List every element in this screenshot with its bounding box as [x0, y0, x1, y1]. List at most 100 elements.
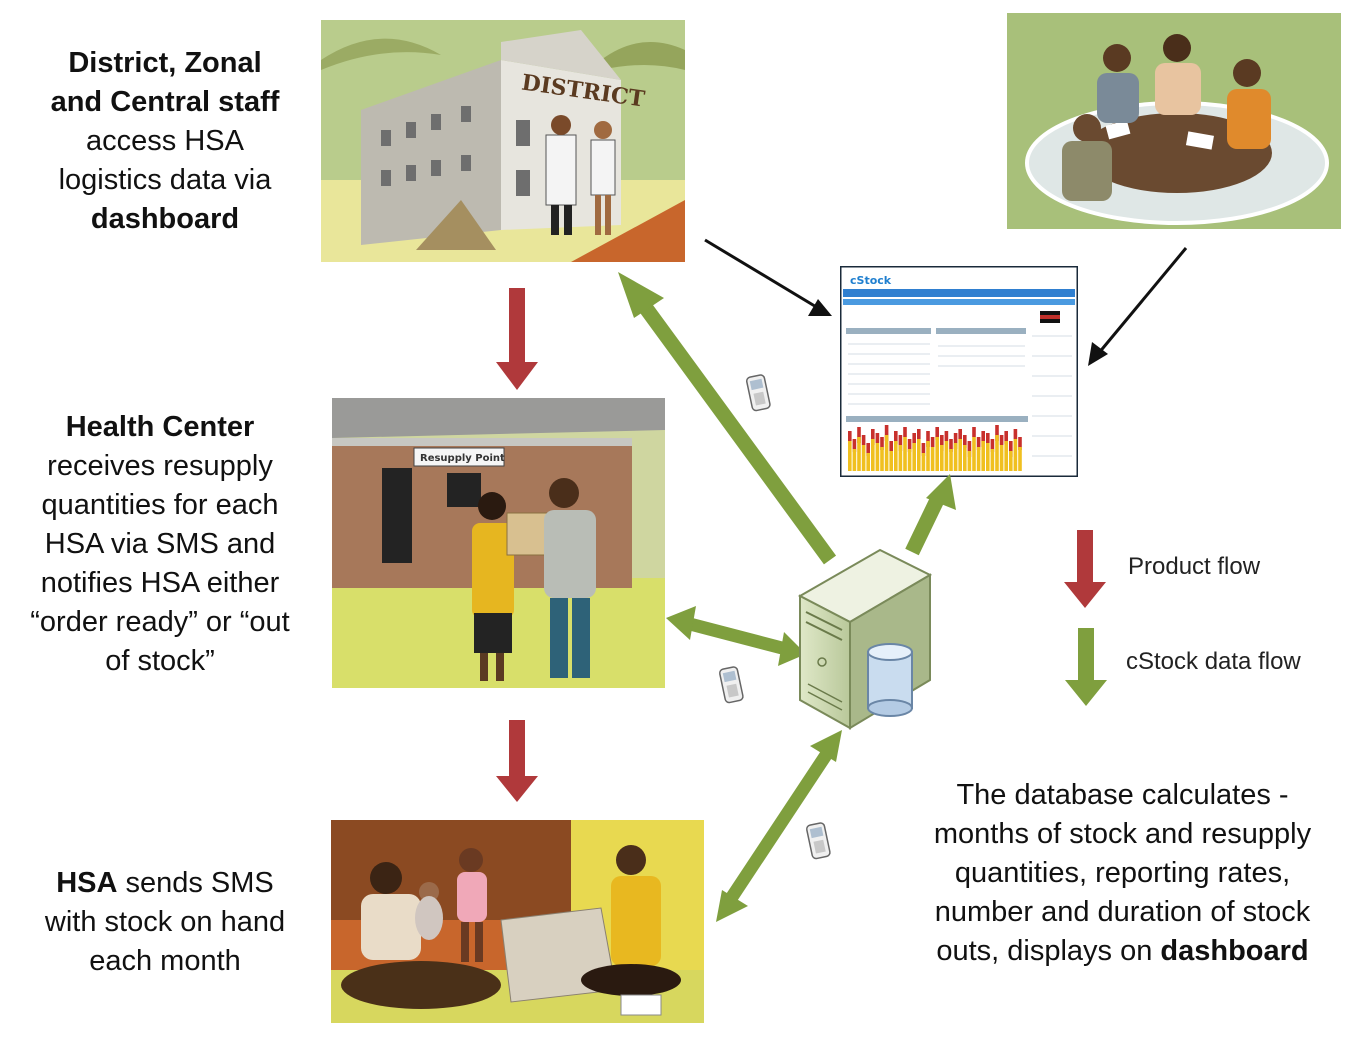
- dashboard-bar-segment: [898, 445, 903, 471]
- dashboard-bar-segment: [912, 443, 916, 471]
- meeting-scene: [1007, 13, 1341, 229]
- dashboard-bar-segment: [926, 431, 930, 447]
- dashboard-bar-segment: [871, 439, 875, 471]
- dashboard-bar-segment: [903, 437, 907, 471]
- server-health-center-double-arrow: [666, 606, 806, 666]
- dashboard-bar-segment: [995, 435, 999, 471]
- resupply-point-sign: Resupply Point: [420, 453, 505, 464]
- dashboard-bar-segment: [917, 429, 921, 439]
- dashboard-bar-segment: [917, 439, 921, 471]
- hsa-label: HSA sends SMS with stock on hand each mo…: [44, 867, 286, 977]
- dashboard-bar-segment: [935, 427, 939, 440]
- dashboard-bar-segment: [976, 437, 981, 450]
- dashboard-bar-segment: [852, 439, 857, 452]
- dashboard-bar-segment: [972, 427, 976, 437]
- dashboard-bar-segment: [958, 429, 962, 439]
- mobile-phone-icon: [805, 822, 831, 860]
- dashboard-bar-segment: [958, 439, 962, 471]
- server-to-district-arrow: [618, 272, 837, 565]
- mobile-phone-icon: [745, 374, 771, 412]
- database-cylinder-icon: [867, 643, 913, 717]
- dashboard-bar-segment: [857, 437, 861, 471]
- dashboard-bar-segment: [930, 447, 935, 471]
- dashboard-bar-segment: [907, 449, 912, 471]
- dashboard-bar-segment: [953, 443, 958, 471]
- dashboard-bar-segment: [1004, 431, 1008, 444]
- dashboard-bar-segment: [871, 429, 875, 445]
- dashboard-bar-segment: [949, 439, 953, 452]
- dashboard-bar-segment: [884, 435, 889, 471]
- dashboard-bar-segment: [999, 445, 1004, 471]
- dashboard-bar-segment: [972, 437, 976, 471]
- dashboard-bar-chart: [848, 425, 1022, 471]
- legend-product-flow-arrow: [1064, 530, 1106, 608]
- dashboard-bar-segment: [921, 453, 926, 471]
- dashboard-bar-segment: [967, 441, 972, 457]
- meeting-to-dashboard-arrow: [1088, 247, 1188, 366]
- legend-data-flow-arrow: [1065, 628, 1107, 706]
- dashboard-bar-segment: [889, 441, 893, 451]
- dashboard-bar-segment: [866, 453, 870, 471]
- dashboard-bar-segment: [875, 443, 880, 471]
- dashboard-bar-segment: [884, 425, 889, 441]
- district-to-dashboard-arrow: [704, 238, 832, 316]
- dashboard-bar-segment: [1013, 439, 1018, 471]
- dashboard-bar-segment: [848, 441, 852, 471]
- dashboard-bar-segment: [930, 437, 935, 447]
- dashboard-bar-segment: [953, 433, 958, 449]
- dashboard-bar-segment: [990, 439, 995, 452]
- dashboard-bar-segment: [963, 435, 967, 448]
- server-to-dashboard-arrow: [905, 474, 956, 556]
- server-hsa-double-arrow: [716, 730, 842, 922]
- dashboard-bar-segment: [848, 431, 852, 441]
- dashboard-bar-segment: [921, 443, 926, 456]
- dashboard-bar-segment: [894, 431, 898, 444]
- dashboard-bar-segment: [1018, 447, 1022, 471]
- hsa-scene: [331, 820, 704, 1023]
- dashboard-bar-segment: [875, 433, 880, 443]
- dashboard-bar-segment: [981, 441, 985, 471]
- dashboard-bar-segment: [880, 437, 884, 450]
- health-center-label: Health Center receives resupply quantiti…: [30, 411, 290, 677]
- dashboard-bar-segment: [857, 427, 861, 443]
- dashboard-bar-segment: [976, 447, 981, 471]
- dashboard-bar-segment: [999, 435, 1004, 445]
- dashboard-bar-segment: [907, 439, 912, 452]
- dashboard-bar-segment: [940, 445, 944, 471]
- dashboard-bar-segment: [1013, 429, 1018, 439]
- dashboard-bar-segment: [963, 445, 967, 471]
- dashboard-bar-segment: [986, 433, 990, 443]
- dashboard-bar-segment: [912, 433, 916, 449]
- legend-data-flow-label: cStock data flow: [1126, 648, 1301, 675]
- district-label: District, Zonal and Central staff access…: [50, 47, 280, 235]
- dashboard-bar-segment: [995, 425, 999, 441]
- legend-product-flow-label: Product flow: [1128, 553, 1261, 580]
- dashboard-bar-segment: [889, 451, 893, 471]
- database-label: The database calculates - months of stoc…: [933, 779, 1312, 967]
- product-flow-arrow-district-to-health-center: [496, 288, 538, 390]
- dashboard-bar-segment: [1009, 451, 1013, 471]
- dashboard-screenshot: cStock: [840, 266, 1078, 477]
- dashboard-bar-segment: [880, 447, 884, 471]
- dashboard-bar-segment: [926, 441, 930, 471]
- dashboard-bar-segment: [949, 449, 953, 471]
- product-flow-arrow-health-center-to-hsa: [496, 720, 538, 802]
- dashboard-bar-segment: [944, 441, 949, 471]
- mobile-phone-icon: [718, 666, 744, 704]
- dashboard-bar-segment: [898, 435, 903, 451]
- dashboard-bar-segment: [935, 437, 939, 471]
- dashboard-bar-segment: [986, 443, 990, 471]
- dashboard-bar-segment: [852, 449, 857, 471]
- dashboard-bar-segment: [866, 443, 870, 456]
- dashboard-bar-segment: [861, 445, 866, 471]
- cstock-logo: cStock: [850, 274, 892, 287]
- dashboard-bar-segment: [967, 451, 972, 471]
- dashboard-bar-segment: [1004, 441, 1008, 471]
- dashboard-bar-segment: [861, 435, 866, 445]
- dashboard-bar-segment: [981, 431, 985, 447]
- dashboard-bar-segment: [903, 427, 907, 437]
- health-center-scene: Resupply Point: [332, 398, 665, 688]
- dashboard-bar-segment: [894, 441, 898, 471]
- dashboard-bar-segment: [940, 435, 944, 451]
